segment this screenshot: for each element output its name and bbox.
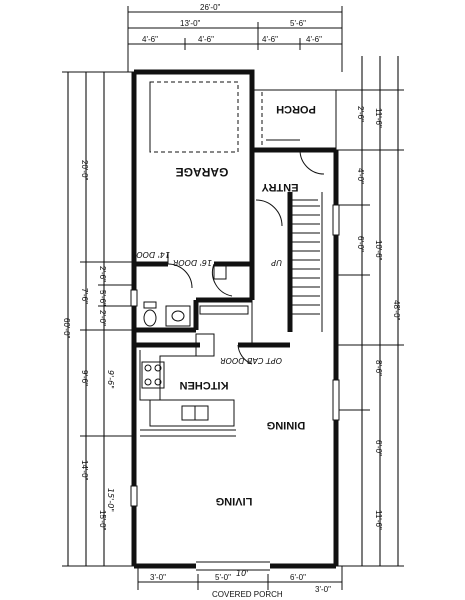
top-sub-dim: 4'-6"	[306, 35, 322, 44]
right-segment-dim: 10'-6"	[374, 240, 383, 261]
door-note-left: 14' DOOR	[131, 250, 170, 259]
refrigerator	[195, 333, 215, 357]
top-segment-dim: 5'-6"	[290, 19, 306, 28]
right-dimension-chain: 48'-0" 11'-6" 10'-6" 8'-6" 6'-0" 11'-6" …	[336, 56, 404, 567]
sink-icon	[171, 310, 185, 322]
left-dimension-chain: 60'-0" 20'-0" 7'-6" 9'-6" 14'-0" 15'-0" …	[62, 71, 136, 567]
top-overall-dim: 26'-0"	[200, 3, 221, 12]
room-label-living: LIVING	[216, 495, 253, 507]
entry-door-swing	[299, 149, 325, 175]
left-small-dim: 5'-6"	[98, 290, 107, 306]
range-icon	[141, 361, 165, 389]
toilet-tank	[143, 301, 157, 309]
room-label-kitchen: KITCHEN	[180, 379, 229, 391]
cab-door-swing	[237, 344, 253, 365]
room-label-dining: DINING	[267, 419, 306, 431]
garage-door-swing	[211, 263, 233, 297]
stair-note: UP	[271, 258, 282, 267]
garage-door-swing	[167, 263, 193, 289]
bottom-dimension-chain: 3'-0" 5'-0" 6'-0" 3'-0" 10' COVERED PORC…	[137, 566, 343, 599]
water-heater	[213, 264, 227, 280]
window	[332, 379, 340, 421]
entry-width-note: 10'	[236, 569, 248, 578]
left-segment-dim: 7'-6"	[80, 288, 89, 304]
left-segment-dim: 15'-0"	[98, 510, 107, 531]
left-segment-dim: 14'-0"	[80, 460, 89, 481]
staircase	[292, 205, 320, 315]
top-sub-dim: 4'-6"	[142, 35, 158, 44]
right-segment-dim: 11'-6"	[374, 510, 383, 530]
left-small-dim: 2'-6"	[98, 266, 107, 282]
living-handwritten-dim: 15'-0"	[106, 488, 115, 512]
right-segment-dim: 8'-6"	[374, 360, 383, 376]
top-segment-dim: 13'-0"	[180, 19, 201, 28]
top-sub-dim: 4'-6"	[198, 35, 214, 44]
room-label-entry: ENTRY	[261, 181, 299, 193]
bottom-segment-dim: 3'-0"	[315, 585, 331, 594]
bath-vanity	[165, 305, 191, 327]
left-segment-dim: 20'-0"	[80, 160, 89, 181]
interior-walls	[134, 147, 336, 348]
vehicle-outline	[149, 81, 239, 153]
cab-door-note: OPT CAB DOOR	[220, 356, 282, 365]
entry-door-swing	[255, 199, 283, 227]
bottom-segment-dim: 6'-0"	[290, 573, 306, 582]
left-small-dim: 2'-0"	[98, 310, 107, 326]
covered-porch-note: COVERED PORCH	[212, 590, 283, 599]
right-segment-dim: 6'-0"	[374, 440, 383, 456]
room-labels: GARAGE PORCH ENTRY KITCHEN DINING LIVING	[176, 103, 316, 507]
left-overall-dim: 60'-0"	[62, 318, 71, 339]
bottom-segment-dim: 3'-0"	[150, 573, 166, 582]
left-segment-dim: 9'-6"	[80, 370, 89, 386]
laundry-shelf	[199, 305, 249, 315]
kitchen-details: OPT CAB DOOR	[139, 333, 282, 437]
right-small-dim: 4'-0"	[356, 168, 365, 184]
kitchen-island	[149, 399, 235, 427]
toilet-icon	[143, 309, 157, 327]
kitchen-counter	[139, 350, 196, 401]
kitchen-handwritten-dim: 9'-6"	[106, 370, 115, 389]
door-note-right: 16' DOOR	[173, 258, 212, 267]
entry-details: UP	[255, 92, 325, 315]
bottom-segment-dim: 5'-0"	[215, 573, 231, 582]
window	[332, 204, 340, 236]
window	[130, 289, 138, 307]
top-dimension-chain: 26'-0" 13'-0" 5'-6" 4'-6" 4'-6" 4'-6" 4'…	[127, 3, 343, 72]
windows	[130, 204, 340, 507]
right-overall-dim: 48'-0"	[392, 300, 401, 321]
room-label-porch: PORCH	[276, 103, 316, 115]
right-small-dim: 2'-6"	[356, 106, 365, 122]
right-segment-dim: 11'-6"	[374, 108, 383, 128]
bath-details	[143, 301, 249, 327]
room-label-garage: GARAGE	[176, 165, 229, 179]
top-sub-dim: 4'-6"	[262, 35, 278, 44]
garage-details: 14' DOOR 16' DOOR	[131, 81, 239, 297]
window	[130, 485, 138, 507]
right-small-dim: 6'-0"	[356, 236, 365, 252]
